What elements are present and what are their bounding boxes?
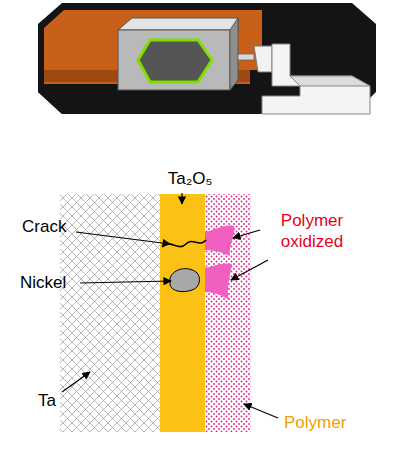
anode-core	[138, 40, 212, 82]
leader-line	[233, 230, 260, 238]
oxidized-polymer	[205, 226, 234, 256]
layer-label: Ta₂O₅	[158, 168, 222, 189]
cross-section	[60, 193, 278, 432]
material-label: Ta	[36, 390, 70, 411]
leader-line	[231, 260, 268, 280]
housing	[38, 3, 376, 114]
material-label: Polymer oxidized	[262, 210, 362, 253]
anode-weld	[254, 46, 272, 72]
polymer-region	[205, 194, 251, 432]
capacitor-cutaway	[38, 3, 376, 114]
anode-terminal	[262, 44, 370, 114]
leader-line	[181, 193, 182, 204]
leader-line	[80, 281, 171, 283]
oxide-layer	[160, 194, 205, 432]
anode-top	[118, 18, 238, 30]
defect-label: Crack	[20, 216, 84, 237]
anode-wire	[238, 54, 254, 60]
tantalum-region	[60, 194, 160, 432]
leader-line	[62, 372, 90, 392]
terminal-top	[290, 76, 370, 86]
leader-line	[76, 232, 170, 244]
anode	[118, 30, 230, 90]
nickel-inclusion	[170, 269, 199, 292]
leader-line	[244, 404, 278, 418]
anode-side	[230, 18, 238, 90]
oxidized-polymer	[205, 263, 232, 300]
defect-label: Nickel	[18, 272, 86, 293]
material-label: Polymer	[282, 412, 366, 433]
